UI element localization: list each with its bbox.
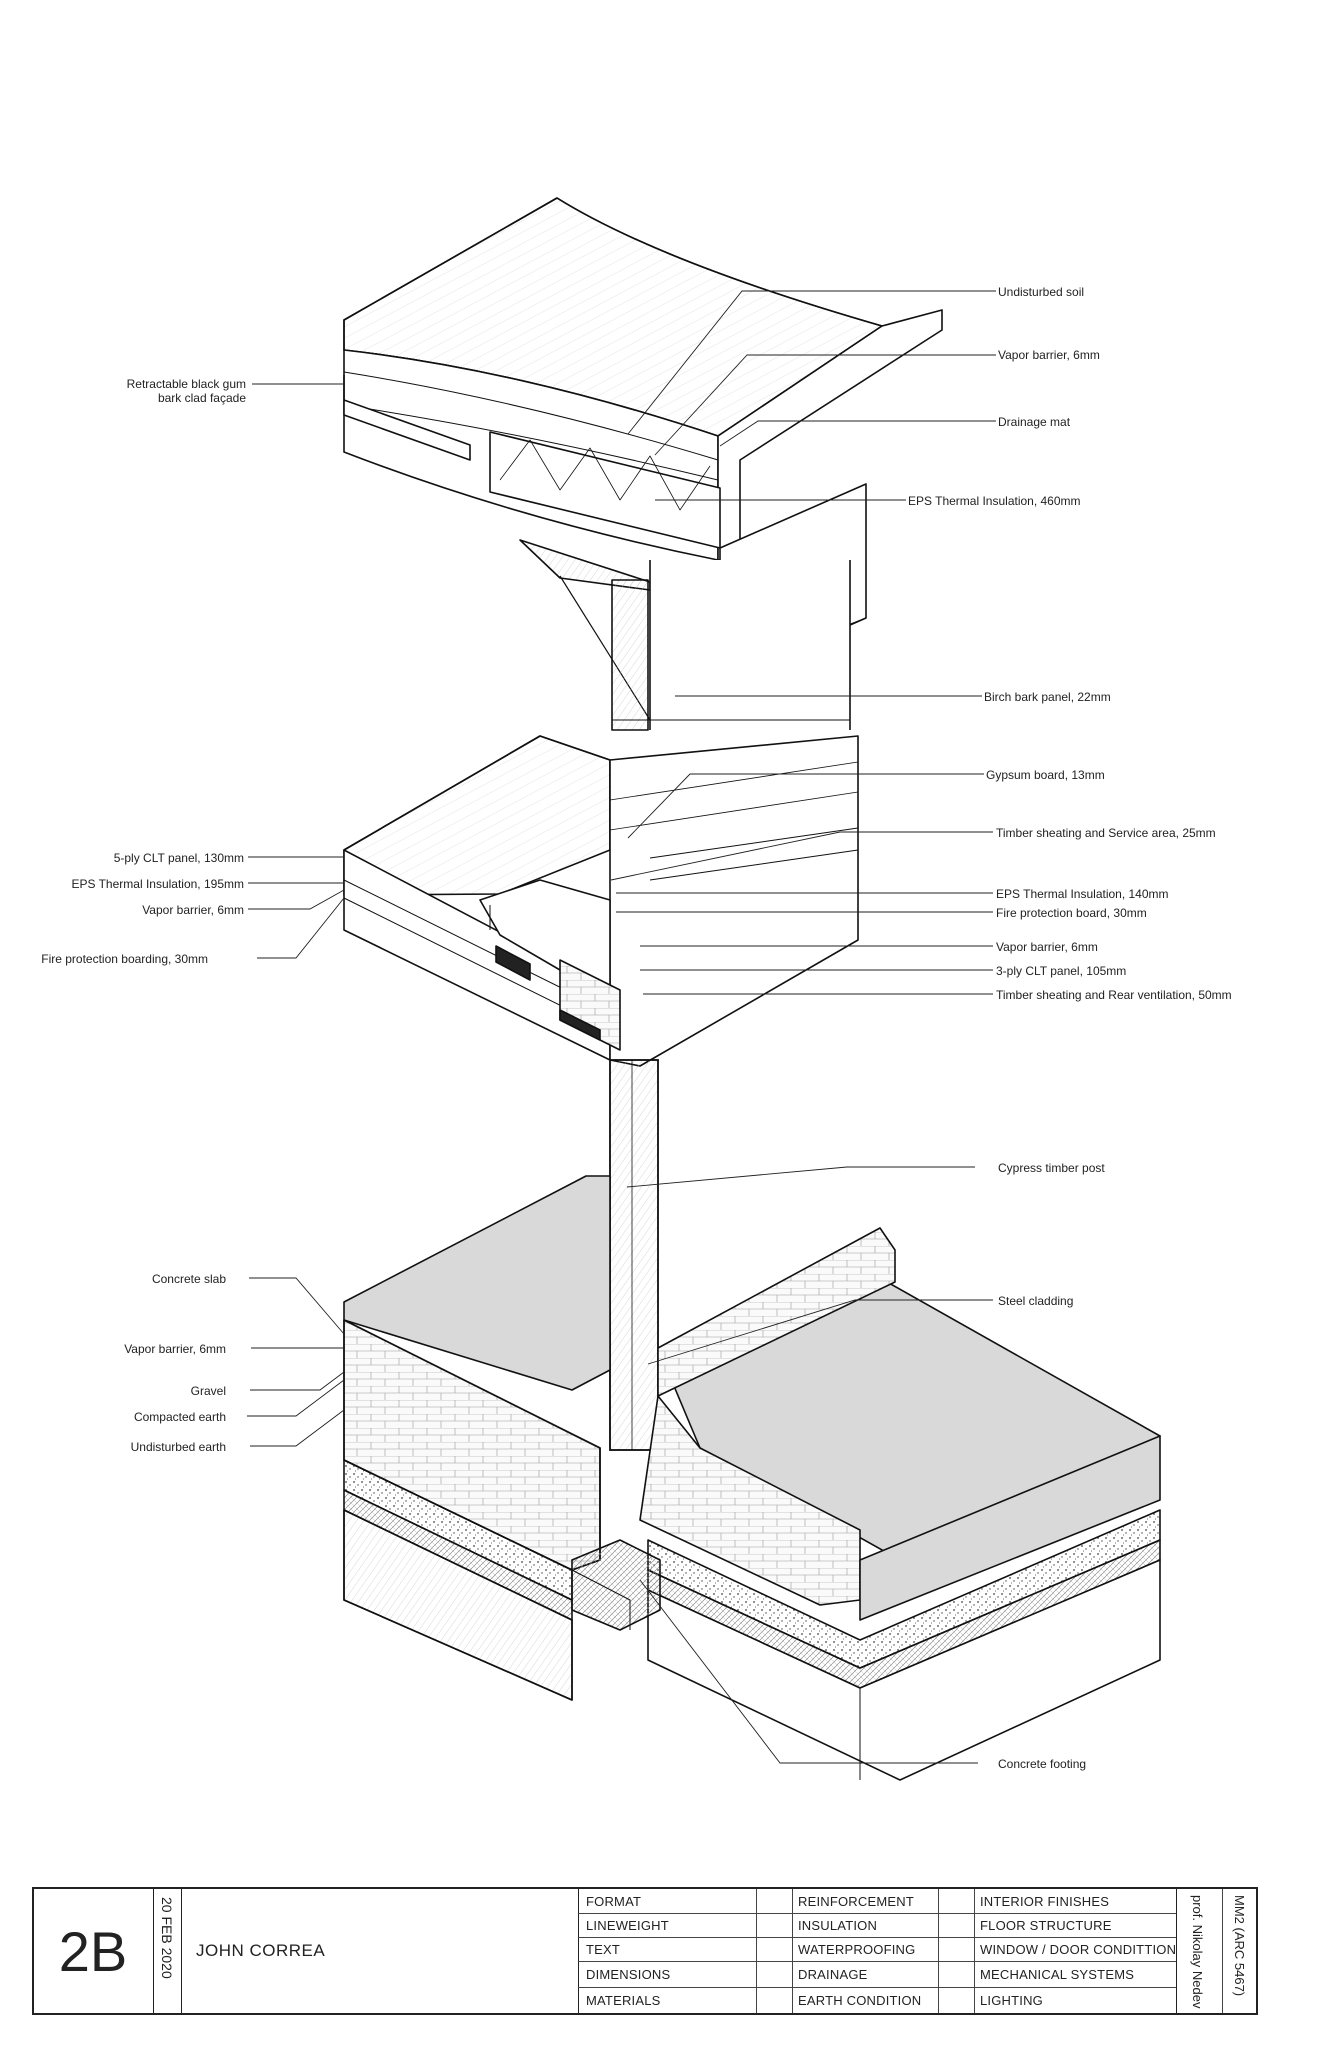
check-window-door: WINDOW / DOOR CONDITTION <box>980 1942 1177 1957</box>
check-waterproofing: WATERPROOFING <box>798 1942 916 1957</box>
check-insulation: INSULATION <box>798 1918 878 1933</box>
check-text: TEXT <box>586 1942 621 1957</box>
middle-floor-block <box>343 735 859 1067</box>
check-interior-finishes: INTERIOR FINISHES <box>980 1894 1110 1909</box>
label-steel-cladding: Steel cladding <box>998 1294 1074 1308</box>
label-eps-140: EPS Thermal Insulation, 140mm <box>996 887 1169 901</box>
label-vapor-barrier-roof: Vapor barrier, 6mm <box>998 348 1100 362</box>
check-reinforcement: REINFORCEMENT <box>798 1894 914 1909</box>
sheet-date: 20 FEB 2020 <box>159 1897 175 1979</box>
label-drainage-mat: Drainage mat <box>998 415 1071 429</box>
label-concrete-slab: Concrete slab <box>151 1272 226 1286</box>
sheet-number-cell: 2B <box>34 1889 154 2013</box>
label-fire-protection-board: Fire protection board, 30mm <box>996 906 1147 920</box>
label-birch-bark-panel: Birch bark panel, 22mm <box>984 690 1111 704</box>
label-5ply-clt: 5-ply CLT panel, 130mm <box>113 851 244 865</box>
check-dimensions: DIMENSIONS <box>586 1967 671 1982</box>
date-cell: 20 FEB 2020 <box>154 1889 182 2013</box>
check-floor-structure: FLOOR STRUCTURE <box>980 1918 1112 1933</box>
check-earth-condition: EARTH CONDITION <box>798 1993 922 2008</box>
label-timber-sheating-service: Timber sheating and Service area, 25mm <box>996 826 1216 840</box>
check-materials: MATERIALS <box>586 1993 661 2008</box>
foundation-block <box>343 1175 1161 1781</box>
professor-name: prof. Nikolay Nedev <box>1190 1895 1205 2009</box>
label-fire-protection-boarding: Fire protection boarding, 30mm <box>41 952 208 966</box>
upper-roof-block <box>343 197 943 731</box>
label-timber-sheating-rear: Timber sheating and Rear ventilation, 50… <box>996 988 1232 1002</box>
label-vapor-barrier-floor: Vapor barrier, 6mm <box>142 903 244 917</box>
label-vapor-barrier-wall: Vapor barrier, 6mm <box>996 940 1098 954</box>
title-block: 2B 20 FEB 2020 JOHN CORREA FORMAT LINEWE… <box>32 1887 1258 2015</box>
course-code: MM2 (ARC 5467) <box>1232 1895 1247 1997</box>
label-eps-195: EPS Thermal Insulation, 195mm <box>71 877 244 891</box>
label-undisturbed-earth: Undisturbed earth <box>130 1440 226 1454</box>
label-compacted-earth: Compacted earth <box>133 1410 226 1424</box>
label-vapor-barrier-slab: Vapor barrier, 6mm <box>124 1342 226 1356</box>
check-drainage: DRAINAGE <box>798 1967 868 1982</box>
label-3ply-clt: 3-ply CLT panel, 105mm <box>996 964 1127 978</box>
label-retractable-facade-1: Retractable black gum <box>126 377 246 391</box>
label-cypress-timber-post: Cypress timber post <box>998 1161 1105 1175</box>
label-retractable-facade-2: bark clad façade <box>157 391 246 405</box>
label-concrete-footing: Concrete footing <box>998 1757 1087 1771</box>
author-name: JOHN CORREA <box>196 1941 326 1960</box>
axonometric-section-drawing <box>247 197 1161 1781</box>
label-undisturbed-soil: Undisturbed soil <box>998 285 1085 299</box>
check-lighting: LIGHTING <box>980 1993 1043 2008</box>
label-gypsum-board: Gypsum board, 13mm <box>986 768 1105 782</box>
label-eps-460: EPS Thermal Insulation, 460mm <box>908 494 1081 508</box>
leader-lines <box>247 290 996 1764</box>
cypress-timber-post <box>609 1059 659 1451</box>
label-gravel: Gravel <box>190 1384 226 1398</box>
check-mechanical-systems: MECHANICAL SYSTEMS <box>980 1967 1135 1982</box>
check-lineweight: LINEWEIGHT <box>586 1918 669 1933</box>
check-format: FORMAT <box>586 1894 642 1909</box>
sheet-number: 2B <box>58 1919 128 1983</box>
